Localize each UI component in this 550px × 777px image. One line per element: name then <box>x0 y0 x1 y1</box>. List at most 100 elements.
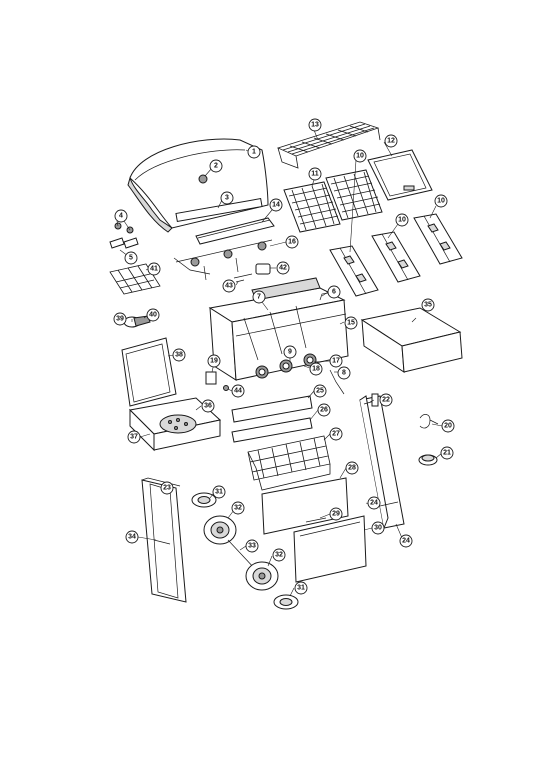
callout-25: 25 <box>313 384 327 398</box>
callout-13: 13 <box>308 118 322 132</box>
callout-24a: 24 <box>367 496 381 510</box>
callout-42: 42 <box>276 261 290 275</box>
firebox <box>208 277 349 395</box>
svg-text:4: 4 <box>119 213 123 220</box>
callout-3: 3 <box>220 191 234 205</box>
svg-text:10: 10 <box>356 153 364 160</box>
svg-text:15: 15 <box>347 320 355 327</box>
svg-text:29: 29 <box>332 511 340 518</box>
callout-14: 14 <box>269 198 283 212</box>
svg-text:12: 12 <box>387 138 395 145</box>
callout-4: 4 <box>114 209 128 223</box>
callout-23: 23 <box>160 481 174 495</box>
left-cart-frame <box>141 477 187 603</box>
callout-29: 29 <box>329 507 343 521</box>
callout-34: 34 <box>125 530 139 544</box>
callout-7: 7 <box>252 290 266 304</box>
right-cart-frame <box>359 393 405 529</box>
callout-22: 22 <box>379 393 393 407</box>
svg-text:42: 42 <box>279 265 287 272</box>
svg-text:24: 24 <box>370 500 378 507</box>
svg-text:44: 44 <box>234 388 242 395</box>
callout-40: 40 <box>146 308 160 322</box>
callout-10a: 10 <box>353 149 367 163</box>
callout-10b: 10 <box>395 213 409 227</box>
callout-27: 27 <box>329 427 343 441</box>
wheels <box>191 492 299 610</box>
storage-basket <box>247 435 331 491</box>
svg-text:3: 3 <box>225 195 229 202</box>
callout-15: 15 <box>344 316 358 330</box>
svg-text:32: 32 <box>275 552 283 559</box>
griddle-plate <box>367 149 433 201</box>
svg-text:19: 19 <box>210 358 218 365</box>
callout-28: 28 <box>345 461 359 475</box>
callout-11: 11 <box>308 167 322 181</box>
svg-text:22: 22 <box>382 397 390 404</box>
hook-and-cup <box>418 414 439 466</box>
small-rack <box>109 263 161 295</box>
callout-31b: 31 <box>294 581 308 595</box>
callout-20: 20 <box>441 419 455 433</box>
svg-text:36: 36 <box>204 403 212 410</box>
callout-26: 26 <box>317 403 331 417</box>
front-panels <box>231 395 313 443</box>
callout-24b: 24 <box>399 534 413 548</box>
svg-text:6: 6 <box>332 289 336 296</box>
callout-18: 18 <box>309 362 323 376</box>
svg-text:14: 14 <box>272 202 280 209</box>
callout-38: 38 <box>172 348 186 362</box>
flame-tamers <box>329 213 463 297</box>
svg-text:2: 2 <box>214 163 218 170</box>
callout-43: 43 <box>222 279 236 293</box>
side-shelf <box>360 307 463 373</box>
svg-text:43: 43 <box>225 283 233 290</box>
svg-text:17: 17 <box>332 358 340 365</box>
svg-text:21: 21 <box>443 450 451 457</box>
svg-text:27: 27 <box>332 431 340 438</box>
svg-text:9: 9 <box>288 349 292 356</box>
warming-rack <box>276 121 381 169</box>
lid-hardware <box>109 220 139 257</box>
svg-text:5: 5 <box>129 255 133 262</box>
svg-text:23: 23 <box>163 485 171 492</box>
svg-text:26: 26 <box>320 407 328 414</box>
svg-text:24: 24 <box>402 538 410 545</box>
svg-text:13: 13 <box>311 122 319 129</box>
callout-12: 12 <box>384 134 398 148</box>
cabinet-doors <box>261 477 367 583</box>
svg-text:32: 32 <box>234 505 242 512</box>
callout-44: 44 <box>231 384 245 398</box>
callout-36: 36 <box>201 399 215 413</box>
callout-9: 9 <box>283 345 297 359</box>
callout-37: 37 <box>127 430 141 444</box>
svg-text:30: 30 <box>374 525 382 532</box>
callout-1: 1 <box>247 145 261 159</box>
svg-text:40: 40 <box>149 312 157 319</box>
callout-31a: 31 <box>212 485 226 499</box>
callout-17: 17 <box>329 354 343 368</box>
svg-text:7: 7 <box>257 294 261 301</box>
callouts: 1 2 3 4 5 6 7 8 9 10 10 10 11 12 13 14 1… <box>113 118 455 595</box>
svg-text:31: 31 <box>297 585 305 592</box>
callout-8: 8 <box>337 366 351 380</box>
callout-41: 41 <box>147 262 161 276</box>
control-panel-and-manifold <box>173 217 275 281</box>
svg-text:33: 33 <box>248 543 256 550</box>
callout-35: 35 <box>421 298 435 312</box>
callout-6: 6 <box>327 285 341 299</box>
svg-text:39: 39 <box>116 316 124 323</box>
svg-text:11: 11 <box>311 171 319 178</box>
side-burner <box>121 337 222 452</box>
svg-text:34: 34 <box>128 534 136 541</box>
callout-32a: 32 <box>231 501 245 515</box>
svg-text:28: 28 <box>348 465 356 472</box>
svg-text:8: 8 <box>342 370 346 377</box>
svg-text:31: 31 <box>215 489 223 496</box>
svg-text:1: 1 <box>252 149 256 156</box>
callout-19: 19 <box>207 354 221 368</box>
callout-33: 33 <box>245 539 259 553</box>
callout-16: 16 <box>285 235 299 249</box>
side-burner-parts <box>123 315 151 328</box>
callout-10c: 10 <box>434 194 448 208</box>
